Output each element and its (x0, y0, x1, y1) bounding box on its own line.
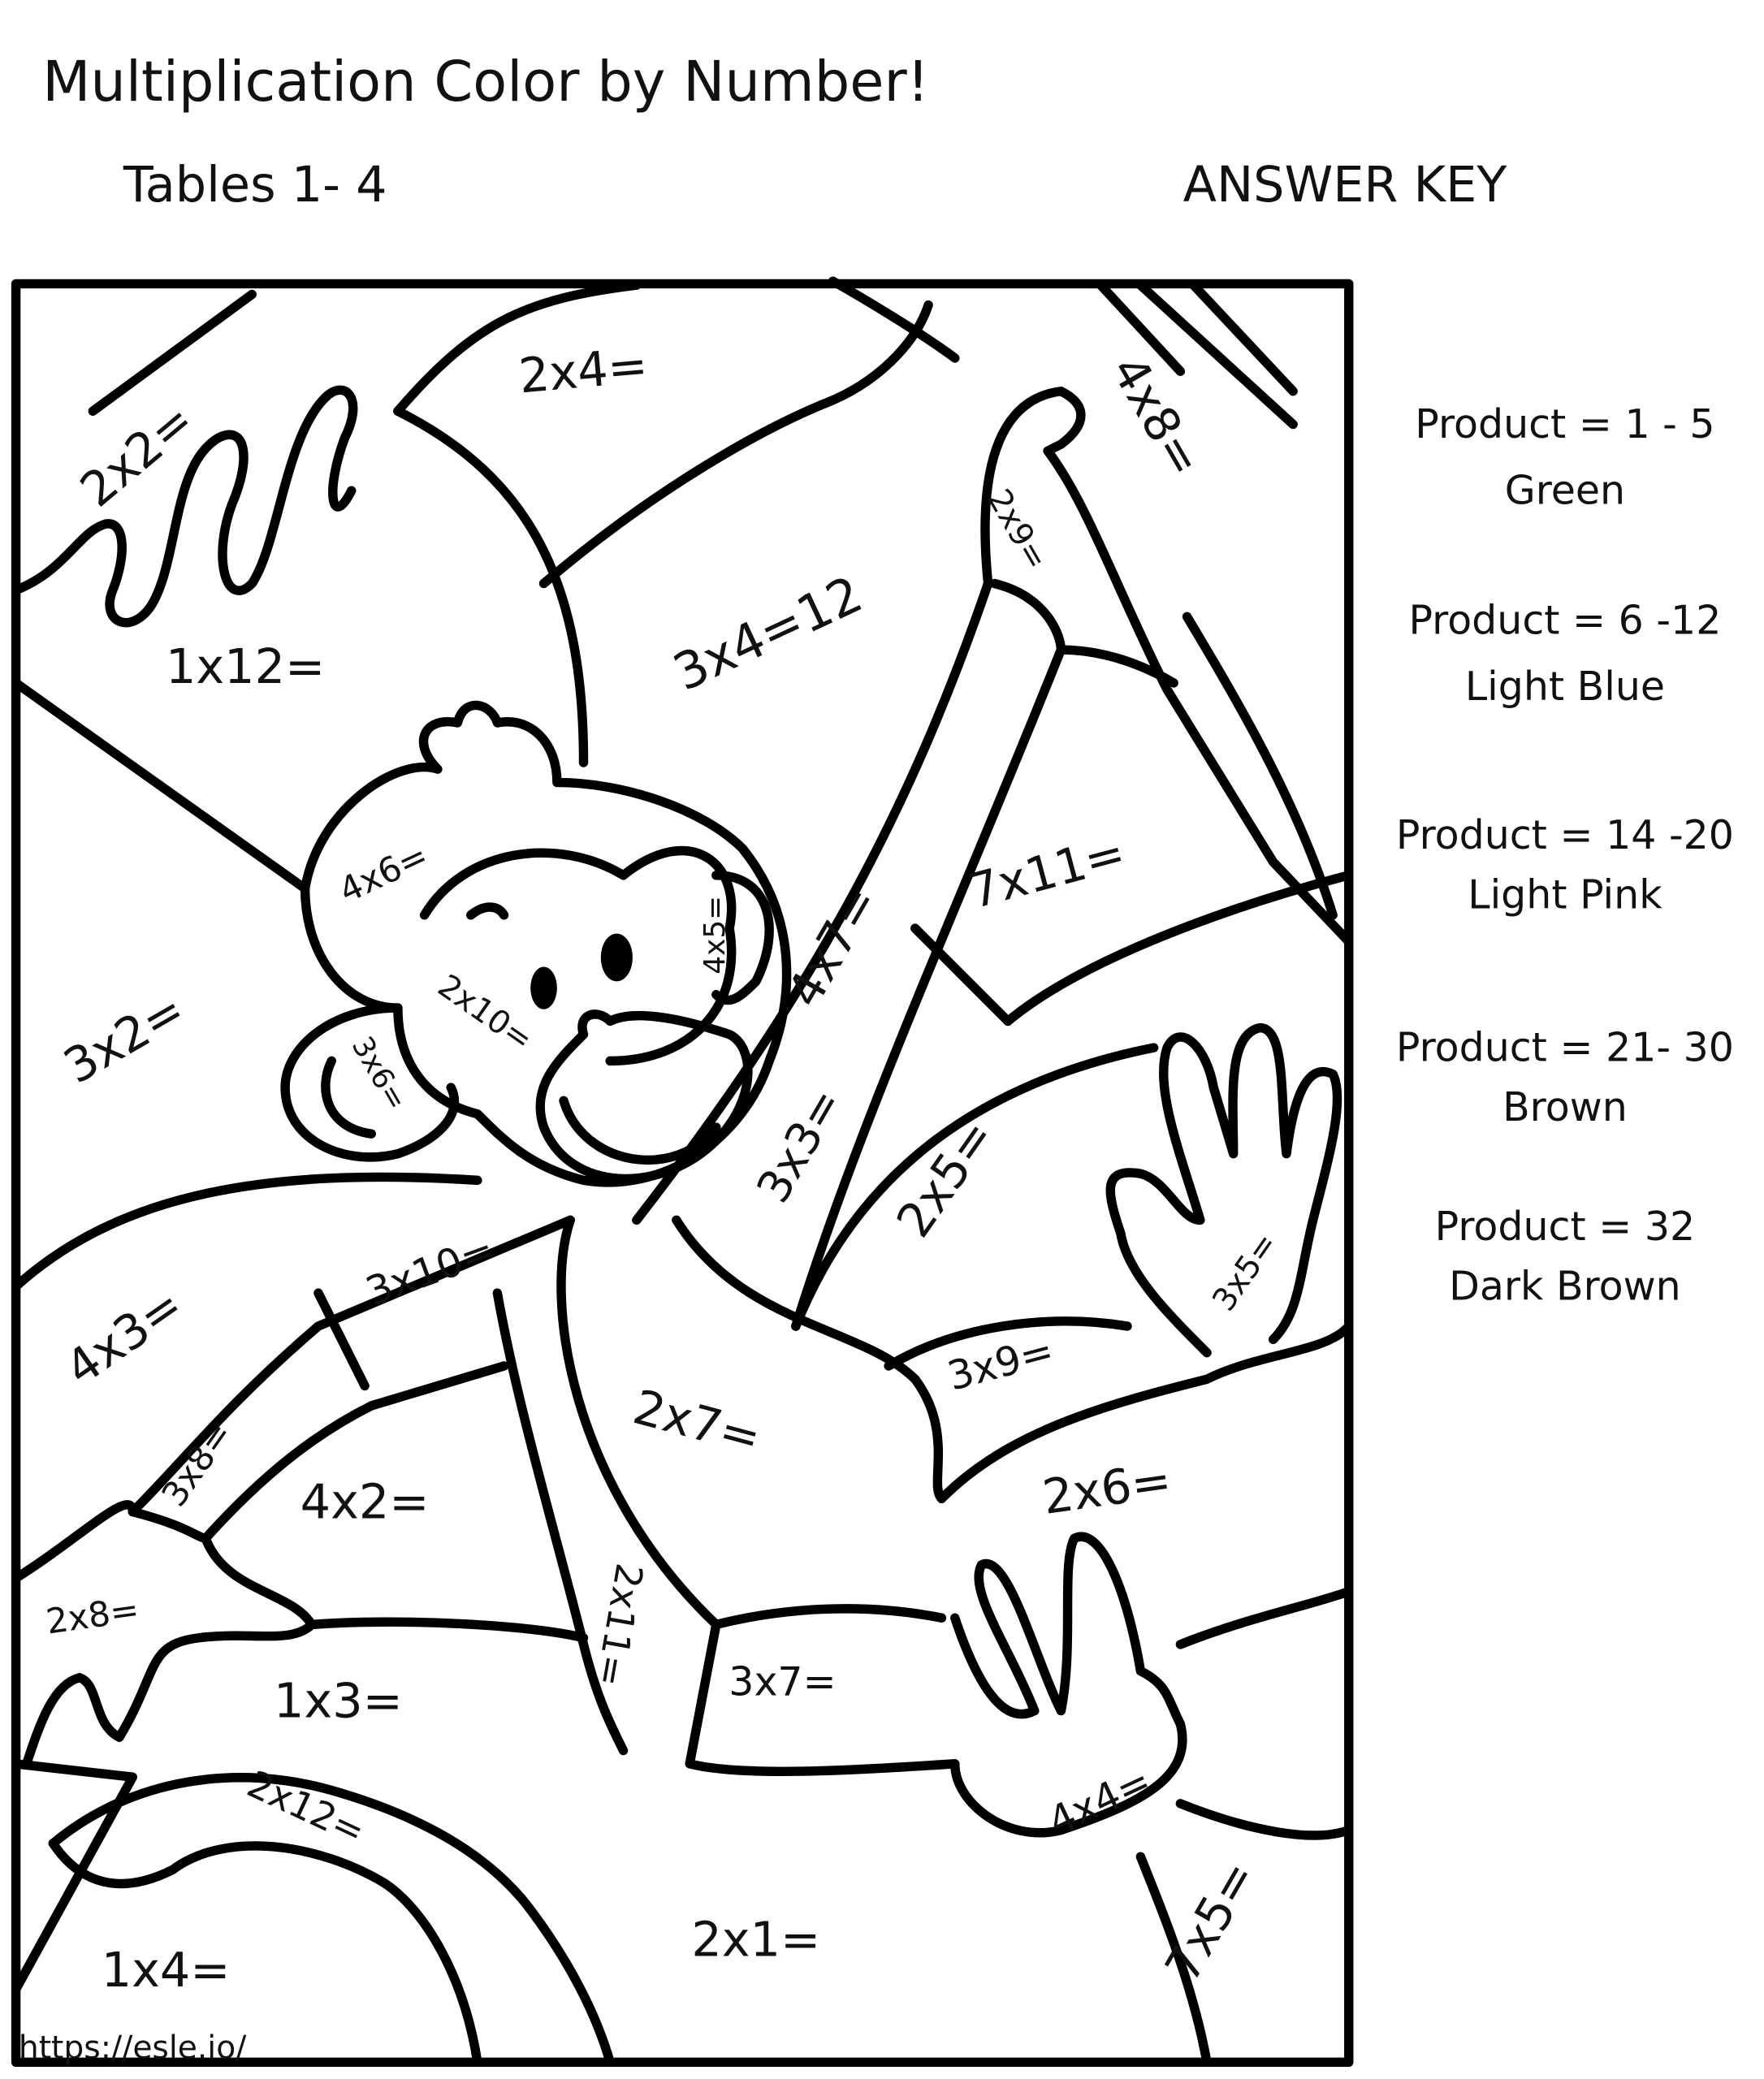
equation-label: 1x12= (166, 638, 325, 694)
monkey-coloring-picture (11, 276, 1354, 2068)
equation-label: 2x1= (691, 1911, 820, 1967)
legend-color: Light Blue (1465, 663, 1665, 710)
legend-range: Product = 32 (1435, 1204, 1696, 1250)
legend-color: Light Pink (1468, 872, 1662, 918)
equation-label: 4x5= (698, 896, 732, 975)
equation-label: 2x7= (628, 1378, 767, 1466)
legend-color: Brown (1502, 1084, 1628, 1130)
equation-label: 2x10= (431, 968, 539, 1059)
equation-label: 2x6= (1040, 1452, 1175, 1525)
equation-label: 7x5= (1154, 1852, 1267, 1991)
picture-frame (11, 279, 1354, 2068)
worksheet-title: Multiplication Color by Number! (42, 50, 929, 115)
equation-label: 4x4= (1041, 1757, 1158, 1845)
equation-label: 4x2= (300, 1474, 430, 1530)
equation-label: 3x2= (54, 982, 194, 1095)
legend-range: Product = 14 -20 (1396, 812, 1734, 858)
equation-label: 2x8= (44, 1590, 141, 1642)
equation-label: 2x11= (587, 1560, 651, 1690)
equation-label: 3x7= (729, 1658, 836, 1705)
equation-label: 3x10= (360, 1226, 500, 1315)
equation-label: 4x6= (333, 836, 435, 912)
equation-label: 1x4= (102, 1942, 231, 1998)
legend-range: Product = 6 -12 (1408, 598, 1721, 644)
legend-color: Green (1505, 468, 1625, 514)
legend-range: Product = 21- 30 (1396, 1024, 1734, 1070)
worksheet-subtitle: Tables 1- 4 (123, 157, 387, 214)
equation-label-answered: 3x4=12 (664, 564, 871, 702)
legend-color: Dark Brown (1449, 1263, 1681, 1309)
equation-label: 2x12= (240, 1762, 371, 1854)
equation-label: 2x4= (517, 337, 650, 404)
equation-label: 1x3= (274, 1673, 403, 1729)
equation-label: 4x8= (1100, 346, 1213, 486)
equation-label: 2x5= (885, 1109, 1005, 1247)
color-legend: Product = 1 - 5 Green Product = 6 -12 Li… (1396, 401, 1734, 1309)
equation-label: 4x3= (55, 1277, 193, 1397)
answer-key-label: ANSWER KEY (1183, 157, 1508, 214)
equation-label: 3x8= (154, 1415, 240, 1514)
equation-label: 4x7= (776, 876, 888, 1016)
watermark-url: https://esle.io/ (19, 2029, 247, 2066)
equation-label: 2x9= (980, 483, 1055, 576)
equation-label: 3x5= (1206, 1226, 1286, 1318)
legend-range: Product = 1 - 5 (1415, 401, 1714, 447)
